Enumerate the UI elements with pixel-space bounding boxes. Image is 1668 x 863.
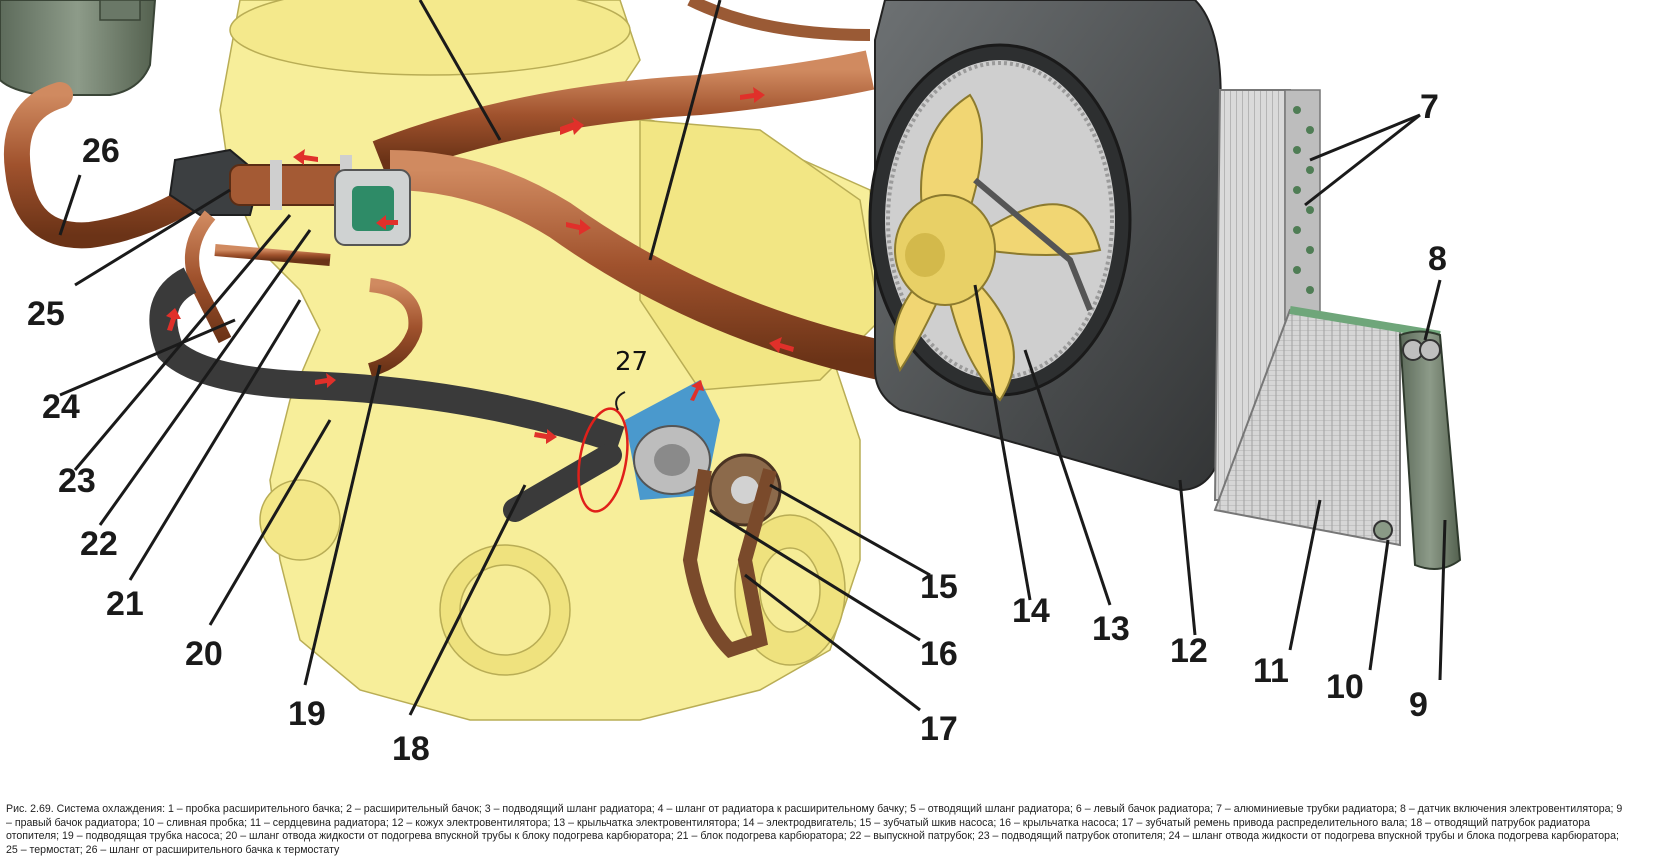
- callout-26: 26: [82, 132, 120, 170]
- callout-14: 14: [1012, 592, 1050, 630]
- callout-12: 12: [1170, 632, 1208, 670]
- outlet-pipe: [334, 169, 411, 246]
- aluminum-tubes: [1293, 106, 1314, 294]
- callout-17: 17: [920, 710, 958, 748]
- callout-leaders: [58, 0, 1447, 716]
- heater-outlet-hose: [503, 443, 622, 522]
- heater-inlet-hose: [185, 210, 232, 344]
- callout-9: 9: [1409, 686, 1428, 724]
- cooling-system-diagram: 7 8 9 10 11 12 13 14 15 16 17 18 19 20 2…: [0, 0, 1462, 768]
- callout-24: 24: [42, 388, 80, 426]
- hose-radiator-supply: [372, 50, 875, 179]
- callout-10: 10: [1326, 668, 1364, 706]
- callout-15: 15: [920, 568, 958, 606]
- radiator-core: [1213, 89, 1441, 547]
- callout-16: 16: [920, 635, 958, 673]
- water-pump: [625, 380, 720, 500]
- callout-25: 25: [27, 295, 65, 333]
- hose-expansion-to-thermostat: [4, 82, 238, 249]
- figure-caption: Рис. 2.69. Система охлаждения: 1 – пробк…: [6, 803, 1623, 856]
- callout-13: 13: [1092, 610, 1130, 648]
- drain-plug: [1373, 520, 1393, 540]
- expansion-tank: [0, 0, 157, 96]
- callout-22: 22: [80, 525, 118, 563]
- callout-7: 7: [1420, 88, 1439, 126]
- flow-arrows: [166, 87, 794, 444]
- right-radiator-tank: [1373, 330, 1462, 570]
- callout-23: 23: [58, 462, 96, 500]
- hose-radiator-to-tank: [687, 0, 871, 41]
- fan-motor: [894, 194, 996, 306]
- callout-8: 8: [1428, 240, 1447, 278]
- thermostat: [168, 148, 352, 216]
- callout-numbers: 7 8 9 10 11 12 13 14 15 16 17 18 19 20 2…: [27, 88, 1447, 768]
- pump-inlet-tube: [149, 267, 625, 454]
- carb-heater-hose: [367, 278, 423, 377]
- callout-20: 20: [185, 635, 223, 673]
- heater-hose-branch: [214, 244, 331, 266]
- marker-circle: [577, 407, 629, 513]
- hose-radiator-return: [389, 150, 885, 380]
- callout-19: 19: [288, 695, 326, 733]
- callout-27: 27: [615, 347, 648, 377]
- timing-belt: [682, 468, 777, 659]
- callout-18: 18: [392, 730, 430, 768]
- callout-21: 21: [106, 585, 144, 623]
- callout-11: 11: [1253, 652, 1289, 690]
